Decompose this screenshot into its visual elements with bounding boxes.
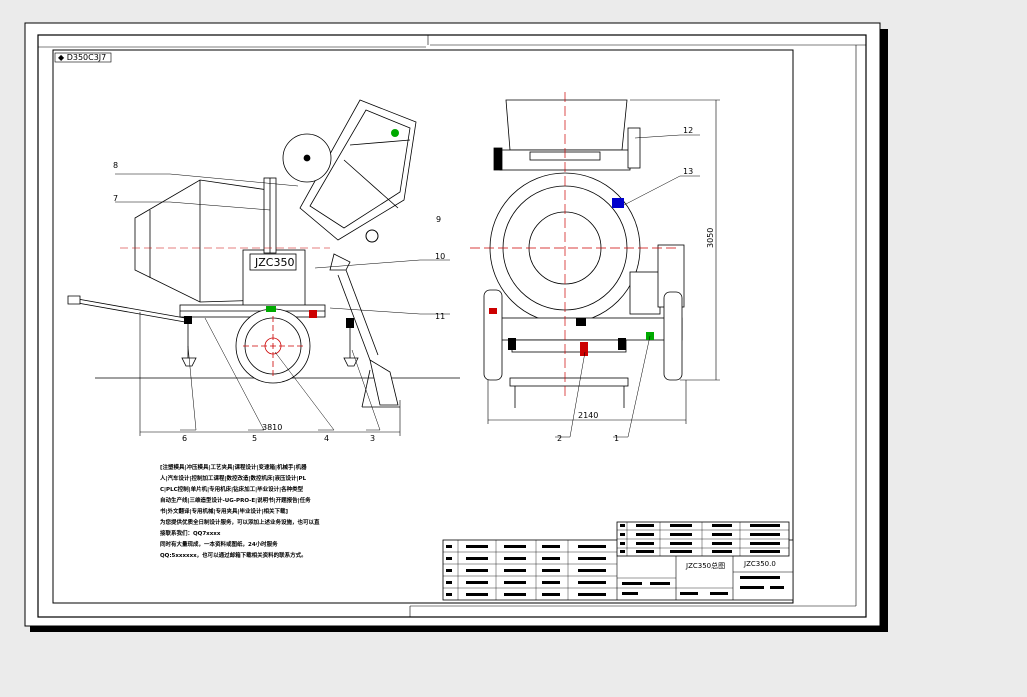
notes-block: [注塑模具|冲压模具|工艺夹具|课程设计|变速箱|机械手|机器 人|汽车设计|控… xyxy=(160,463,320,559)
title-block-marks xyxy=(446,524,784,596)
callout-12: 12 xyxy=(683,126,693,135)
model-badge: JZC350 xyxy=(254,256,294,269)
dim-side-length: 3810 xyxy=(262,423,282,432)
callout-6: 6 xyxy=(182,434,187,443)
callout-13: 13 xyxy=(683,167,693,176)
note-line-6: 为您提供优质全日制设计服务，可以添加上述业务设施，也可以直 xyxy=(160,518,320,526)
title-block xyxy=(442,521,794,601)
note-line-3: C|PLC控制|单片机|专用机床|钻床加工|毕业设计|各种类型 xyxy=(160,485,304,493)
note-line-1: [注塑模具|冲压模具|工艺夹具|课程设计|变速箱|机械手|机器 xyxy=(160,463,307,471)
callout-labels: 8 7 6 5 4 3 9 10 11 2 1 12 13 xyxy=(113,126,693,443)
note-line-4: 自动生产线|三维造型设计-UG-PRO-E|说明书|开题报告|任务 xyxy=(160,496,311,504)
callout-8: 8 xyxy=(113,161,118,170)
front-dimension xyxy=(487,99,720,424)
callout-7: 7 xyxy=(113,194,118,203)
front-view xyxy=(470,92,685,408)
dim-front-width: 2140 xyxy=(578,411,598,420)
callout-10: 10 xyxy=(435,252,445,261)
outer-frame xyxy=(37,34,867,618)
note-line-2: 人|汽车设计|控制加工课程|数控改造|数控机床|液压设计|PL xyxy=(160,474,307,482)
side-view xyxy=(67,99,417,408)
inner-frame xyxy=(52,49,794,604)
callout-11: 11 xyxy=(435,312,445,321)
drawing-number: JZC350.0 xyxy=(743,560,776,568)
callout-leaders xyxy=(115,134,700,438)
callout-5: 5 xyxy=(252,434,257,443)
corner-tag: ◆ D350C3J7 xyxy=(58,53,106,62)
note-line-8: 同时有大量现成，一本资料或图纸，24小时服务 xyxy=(160,540,278,548)
callout-1: 1 xyxy=(614,434,619,443)
model-badge-box xyxy=(249,253,297,271)
note-line-5: 书|外文翻译|专用机械|专用夹具|毕业设计|相关下载] xyxy=(160,507,289,515)
callout-3: 3 xyxy=(370,434,375,443)
note-line-7: 接联系我们：QQ7xxxx xyxy=(160,529,221,537)
drawing-name: JZC350总图 xyxy=(685,561,725,570)
callout-4: 4 xyxy=(324,434,329,443)
side-details xyxy=(184,129,399,328)
callout-2: 2 xyxy=(557,434,562,443)
dim-height: 3050 xyxy=(706,228,715,248)
note-line-9: QQ:5xxxxxx，也可以通过邮箱下载相关资料的联系方式。 xyxy=(160,551,307,559)
callout-9: 9 xyxy=(436,215,441,224)
side-dimension xyxy=(139,312,401,436)
